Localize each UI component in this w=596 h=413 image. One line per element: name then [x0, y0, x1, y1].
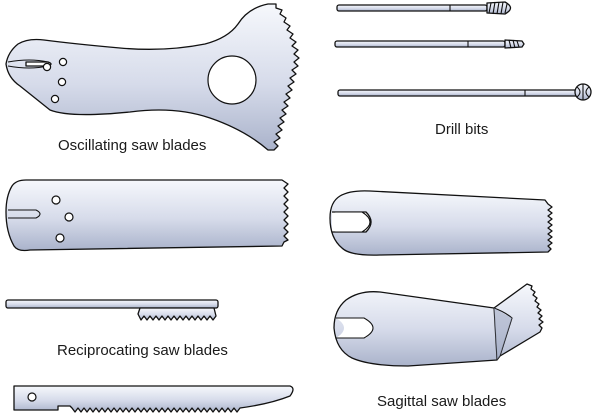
drill-bit-fluted	[334, 39, 525, 49]
blade-hole	[50, 94, 60, 104]
drill-bit-round-burr	[337, 83, 592, 101]
reciprocating-saw-blade-thin	[5, 299, 219, 321]
drill-bit-cutting-burr	[336, 1, 512, 15]
blade-hub-hole	[207, 55, 257, 105]
blade-hole	[51, 195, 61, 205]
blade-hole	[64, 212, 74, 222]
drill-bits-label: Drill bits	[435, 121, 489, 138]
reciprocating-saw-blades-label: Reciprocating saw blades	[57, 342, 228, 359]
sagittal-saw-blades-label: Sagittal saw blades	[377, 393, 507, 410]
sagittal-saw-blade-straight	[329, 190, 553, 256]
reciprocating-saw-blade-wide	[5, 179, 289, 252]
reciprocating-saw-blade-narrow	[13, 385, 294, 413]
sagittal-saw-blade-angled	[333, 283, 544, 367]
blade-hole	[57, 77, 67, 87]
blade-hole	[58, 57, 68, 67]
blade-hole	[55, 233, 65, 243]
oscillating-saw-blade	[5, 3, 300, 151]
oscillating-saw-blades-label: Oscillating saw blades	[58, 137, 207, 154]
blade-hole	[42, 62, 52, 72]
blade-hole	[27, 392, 37, 402]
